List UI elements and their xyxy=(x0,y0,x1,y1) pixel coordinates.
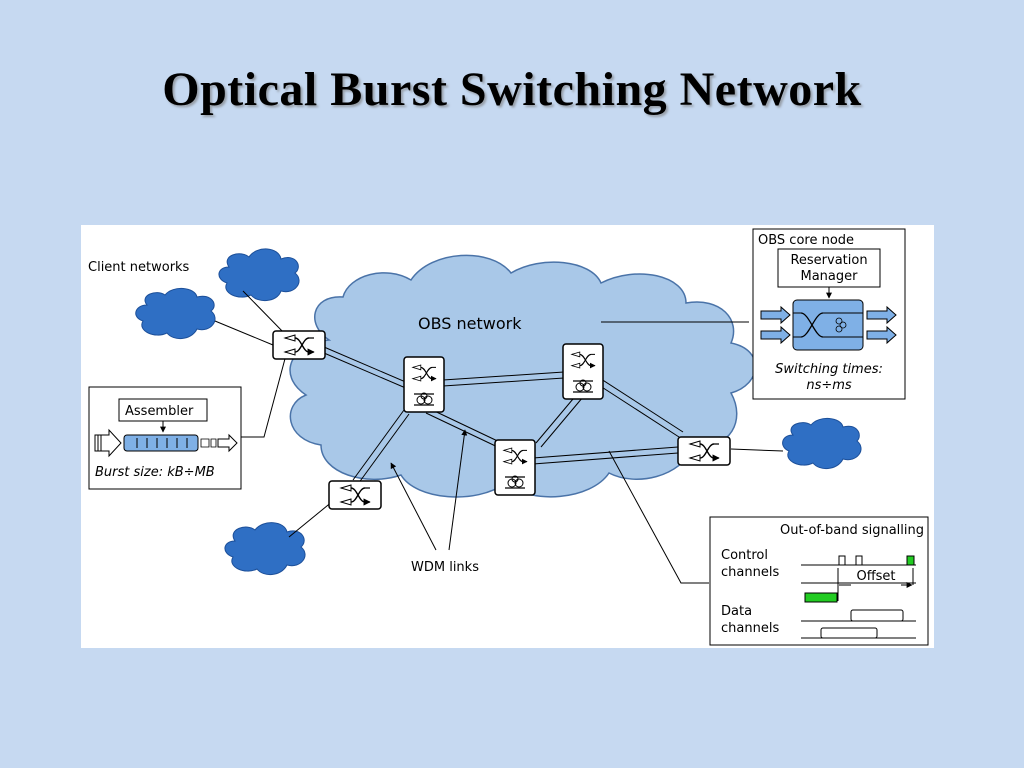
core-switch-top xyxy=(562,343,604,400)
reservation-line1: Reservation xyxy=(790,253,867,268)
data-channels-line2: channels xyxy=(721,621,779,636)
switching-times-line2: ns÷ms xyxy=(806,378,852,393)
signalling-box: Out-of-band signalling Control channels … xyxy=(709,516,929,646)
core-node-title: OBS core node xyxy=(758,233,854,248)
core-switch-center xyxy=(494,439,536,496)
switching-times-line1: Switching times: xyxy=(775,362,883,377)
edge-switch-bottom xyxy=(328,480,382,510)
client-cloud-right xyxy=(782,418,862,469)
obs-core-node-box: OBS core node Reservation Manager Switch… xyxy=(752,228,906,400)
control-channels-line2: channels xyxy=(721,565,779,580)
control-channels-line1: Control xyxy=(721,548,768,563)
signalling-title: Out-of-band signalling xyxy=(780,523,924,538)
wdm-links-label: WDM links xyxy=(411,560,479,575)
wdm-links xyxy=(323,346,684,485)
reservation-line2: Manager xyxy=(801,269,859,284)
slide-title: Optical Burst Switching Network xyxy=(162,63,862,116)
client-cloud-top xyxy=(218,248,300,301)
data-channels-line1: Data xyxy=(721,604,752,619)
wdm-pointer xyxy=(390,429,468,551)
offset-label: Offset xyxy=(856,569,895,584)
client-cloud-bottom xyxy=(224,522,306,575)
assembler-label: Assembler xyxy=(125,404,194,419)
core-switch-left xyxy=(403,356,445,413)
assembler-box: Assembler Burst size: kB÷MB xyxy=(88,386,242,490)
client-cloud-left xyxy=(135,288,216,339)
obs-network-label: OBS network xyxy=(418,314,522,333)
obs-network-cloud xyxy=(289,254,757,498)
client-networks-label: Client networks xyxy=(88,260,190,275)
edge-switch-top xyxy=(272,330,326,360)
edge-switch-right xyxy=(677,436,731,466)
client-links xyxy=(214,290,784,584)
burst-size-label: Burst size: kB÷MB xyxy=(95,465,215,480)
diagram-canvas: OBS network WDM links xyxy=(88,228,929,646)
obs-network-diagram: OBS network WDM links xyxy=(81,225,934,648)
